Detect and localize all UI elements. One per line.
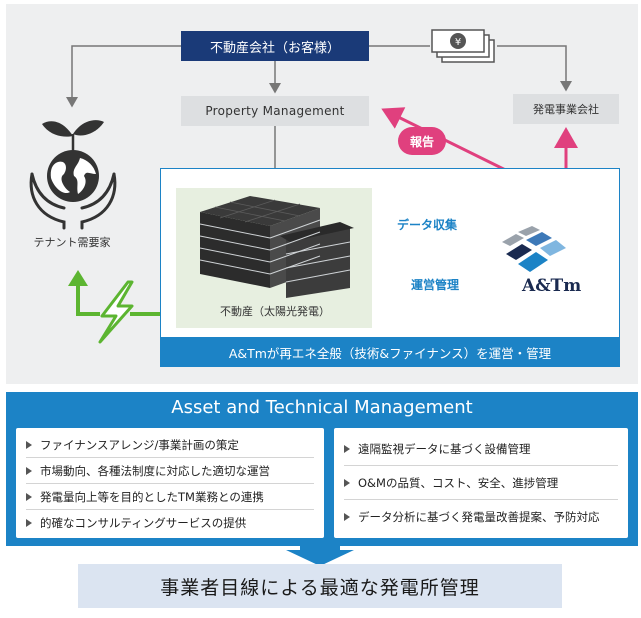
list-item-text: 発電量向上等を目的としたTM業務との連携 bbox=[40, 489, 264, 504]
atm-title: Asset and Technical Management bbox=[6, 392, 638, 422]
building-label: 不動産（太陽光発電） bbox=[220, 305, 330, 318]
triangle-bullet-icon bbox=[344, 444, 350, 453]
report-badge bbox=[398, 127, 446, 155]
down-arrow-icon bbox=[286, 544, 354, 566]
line-money-to-power bbox=[497, 45, 572, 92]
finance-list: ファイナンスアレンジ/事業計画の策定 市場動向、各種法制度に対応した適切な運営 … bbox=[16, 428, 324, 538]
solar-building-icon bbox=[199, 196, 354, 298]
lightning-bolt-icon bbox=[68, 270, 166, 344]
triangle-bullet-icon bbox=[344, 478, 350, 487]
atm-logo-icon bbox=[502, 226, 566, 272]
list-item: 遠隔監視データに基づく設備管理 bbox=[344, 432, 618, 466]
list-item-text: 市場動向、各種法制度に対応した適切な運営 bbox=[40, 463, 270, 478]
list-item-text: ファイナンスアレンジ/事業計画の策定 bbox=[40, 437, 239, 452]
atm-logo-text: A&Tm bbox=[522, 276, 582, 296]
client-node: 不動産会社（お客様） bbox=[181, 31, 369, 61]
list-item: 的確なコンサルティングサービスの提供 bbox=[26, 510, 314, 535]
list-item: 発電量向上等を目的としたTM業務との連携 bbox=[26, 484, 314, 510]
triangle-bullet-icon bbox=[344, 512, 350, 521]
tenant-label: テナント需要家 bbox=[33, 236, 111, 249]
report-label: 報告 bbox=[409, 134, 434, 149]
technical-list: 遠隔監視データに基づく設備管理 O&Mの品質、コスト、安全、進捗管理 データ分析… bbox=[334, 428, 628, 538]
list-item-text: O&Mの品質、コスト、安全、進捗管理 bbox=[358, 475, 559, 490]
list-item: O&Mの品質、コスト、安全、進捗管理 bbox=[344, 466, 618, 500]
list-item: 市場動向、各種法制度に対応した適切な運営 bbox=[26, 458, 314, 484]
list-item: データ分析に基づく発電量改善提案、予防対応 bbox=[344, 500, 618, 533]
summary-banner: 事業者目線による最適な発電所管理 bbox=[78, 564, 562, 608]
list-item-text: 遠隔監視データに基づく設備管理 bbox=[358, 441, 531, 456]
triangle-bullet-icon bbox=[26, 440, 32, 449]
property-management-node: Property Management bbox=[181, 96, 369, 126]
triangle-bullet-icon bbox=[26, 518, 32, 527]
svg-text:¥: ¥ bbox=[455, 37, 461, 48]
power-company-node: 発電事業会社 bbox=[513, 94, 619, 124]
list-item: ファイナンスアレンジ/事業計画の策定 bbox=[26, 432, 314, 458]
list-item-text: 的確なコンサルティングサービスの提供 bbox=[40, 515, 247, 530]
line-client-to-tenant bbox=[66, 45, 181, 108]
triangle-bullet-icon bbox=[26, 466, 32, 475]
data-collection-label: データ収集 bbox=[396, 218, 457, 232]
yen-banknotes-icon: ¥ bbox=[431, 29, 495, 63]
list-item-text: データ分析に基づく発電量改善提案、予防対応 bbox=[358, 509, 600, 524]
operations-label: 運営管理 bbox=[410, 278, 459, 292]
main-caption: A&Tmが再エネ全般（技術&ファイナンス）を運営・管理 bbox=[160, 337, 620, 367]
triangle-bullet-icon bbox=[26, 492, 32, 501]
earth-sprout-hands-icon bbox=[29, 120, 117, 230]
